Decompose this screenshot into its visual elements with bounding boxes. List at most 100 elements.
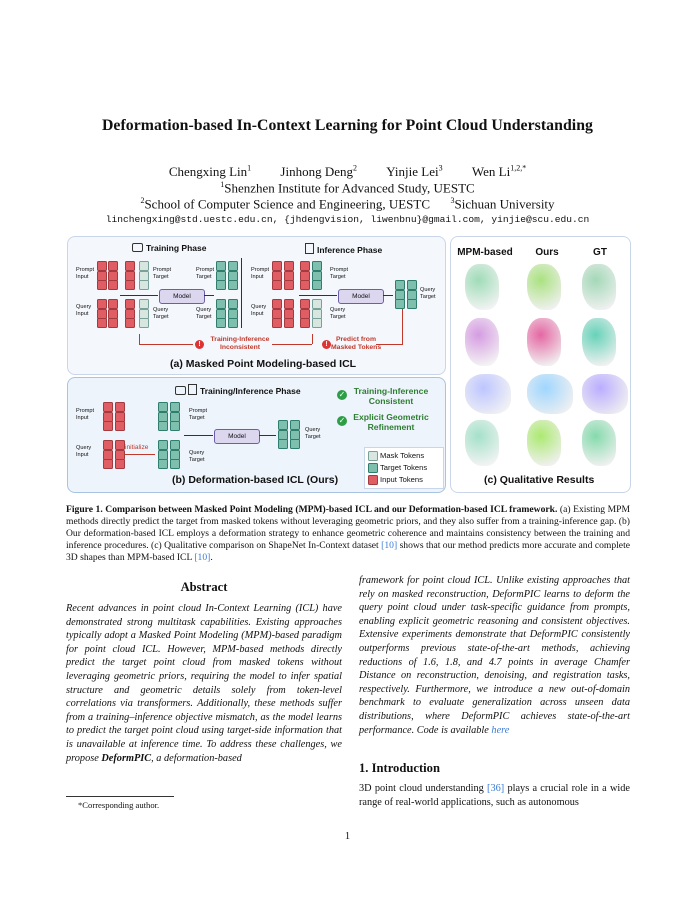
author-3: Yinjie Lei3 bbox=[386, 164, 443, 180]
training-phase-label: Training Phase bbox=[132, 243, 206, 253]
legend-target-swatch bbox=[368, 463, 378, 473]
input-token bbox=[125, 318, 135, 328]
check-icon-1: ✓ bbox=[337, 390, 347, 400]
target-token bbox=[170, 402, 180, 412]
intro-text: 3D point cloud understanding [36] plays … bbox=[359, 783, 630, 808]
target-token bbox=[216, 318, 226, 328]
caption-citation-1[interactable]: [10] bbox=[381, 540, 398, 551]
point-cloud-image bbox=[465, 318, 499, 366]
input-token bbox=[103, 421, 113, 431]
author-1: Chengxing Lin1 bbox=[168, 164, 252, 180]
mask-token bbox=[139, 280, 149, 290]
input-token bbox=[115, 402, 125, 412]
target-token bbox=[216, 280, 226, 290]
legend-target: Target Tokens bbox=[380, 463, 428, 472]
a-train-model-box: Model bbox=[159, 289, 205, 304]
panel-a-caption: (a) Masked Point Modeling-based ICL bbox=[170, 358, 357, 370]
input-token bbox=[103, 449, 113, 460]
target-token bbox=[228, 318, 238, 328]
code-link[interactable]: here bbox=[491, 724, 510, 736]
b-prompt-input-label: Prompt Input bbox=[76, 408, 95, 421]
b-benefit-1: Training-Inference Consistent bbox=[353, 386, 429, 406]
caption-citation-2[interactable]: [10] bbox=[194, 552, 211, 563]
a-warning-1: Training-Inference Inconsistent bbox=[210, 336, 270, 351]
a-inf-arrow-in bbox=[299, 295, 337, 296]
train-inf-phase-label: Training/Inference Phase bbox=[175, 384, 301, 396]
input-token bbox=[125, 261, 135, 271]
target-token bbox=[158, 449, 168, 460]
author-4: Wen Li1,2,* bbox=[471, 164, 527, 180]
a-prompt-input-label: Prompt Input bbox=[76, 267, 95, 280]
a-red-line-3 bbox=[272, 344, 312, 345]
input-token bbox=[108, 270, 118, 281]
a-red-line-6 bbox=[376, 344, 403, 345]
input-token bbox=[108, 261, 118, 271]
a-arrow-in bbox=[120, 295, 158, 296]
input-token bbox=[125, 299, 135, 309]
mask-token bbox=[312, 299, 322, 309]
mask-token bbox=[139, 270, 149, 281]
legend-mask-swatch bbox=[368, 451, 378, 461]
target-token bbox=[395, 280, 405, 290]
input-token bbox=[272, 270, 282, 281]
intro-citation[interactable]: [36] bbox=[487, 783, 505, 794]
a-prompt-target-label-1: Prompt Target bbox=[153, 267, 172, 280]
target-token bbox=[290, 439, 300, 449]
mask-token bbox=[312, 318, 322, 328]
a-inf-output-label: Query Target bbox=[420, 287, 436, 300]
input-token bbox=[300, 299, 310, 309]
input-token bbox=[115, 440, 125, 450]
a-inf-prompt-input-label: Prompt Input bbox=[251, 267, 270, 280]
a-red-line-4 bbox=[312, 334, 313, 344]
target-token bbox=[228, 261, 238, 271]
footnote: *Corresponding author. bbox=[78, 800, 160, 810]
input-token bbox=[108, 308, 118, 319]
input-token bbox=[97, 270, 107, 281]
input-token bbox=[272, 308, 282, 319]
target-token bbox=[228, 299, 238, 309]
target-token bbox=[216, 270, 226, 281]
target-token bbox=[170, 421, 180, 431]
b-output-label: Query Target bbox=[305, 427, 321, 440]
target-token bbox=[278, 420, 288, 430]
target-token bbox=[216, 308, 226, 319]
author-2: Jinhong Deng2 bbox=[280, 164, 358, 180]
check-icon-2: ✓ bbox=[337, 416, 347, 426]
target-token bbox=[158, 402, 168, 412]
mask-token bbox=[139, 318, 149, 328]
input-token bbox=[125, 270, 135, 281]
target-token bbox=[228, 280, 238, 290]
input-token bbox=[125, 308, 135, 319]
input-token bbox=[284, 318, 294, 328]
target-token bbox=[158, 440, 168, 450]
target-token bbox=[312, 280, 322, 290]
col-head-gt: GT bbox=[593, 247, 607, 258]
warning-icon-2: ! bbox=[322, 340, 331, 349]
target-token bbox=[407, 280, 417, 290]
target-token bbox=[395, 289, 405, 300]
target-token bbox=[407, 299, 417, 309]
a-query-target-label-2: Query Target bbox=[196, 307, 212, 320]
input-token bbox=[272, 280, 282, 290]
point-cloud-image bbox=[527, 420, 561, 466]
col-head-mpm: MPM-based bbox=[457, 247, 513, 258]
input-token bbox=[97, 318, 107, 328]
target-token bbox=[216, 261, 226, 271]
target-token bbox=[312, 261, 322, 271]
input-token bbox=[97, 280, 107, 290]
input-token bbox=[272, 318, 282, 328]
input-token bbox=[125, 280, 135, 290]
target-token bbox=[170, 411, 180, 422]
camera-icon bbox=[132, 243, 143, 252]
footnote-rule bbox=[66, 796, 174, 797]
a-warning-2: Predict from Masked Tokens bbox=[331, 336, 382, 351]
a-red-line-5 bbox=[402, 308, 403, 344]
a-red-line-1 bbox=[139, 334, 140, 344]
a-inf-prompt-target-label: Prompt Target bbox=[330, 267, 349, 280]
panel-b-caption: (b) Deformation-based ICL (Ours) bbox=[172, 474, 339, 486]
document-icon-b bbox=[188, 384, 197, 395]
a-red-line-2 bbox=[139, 344, 193, 345]
figure-caption: Figure 1. Comparison between Masked Poin… bbox=[66, 504, 630, 563]
target-token bbox=[395, 299, 405, 309]
input-token bbox=[300, 261, 310, 271]
